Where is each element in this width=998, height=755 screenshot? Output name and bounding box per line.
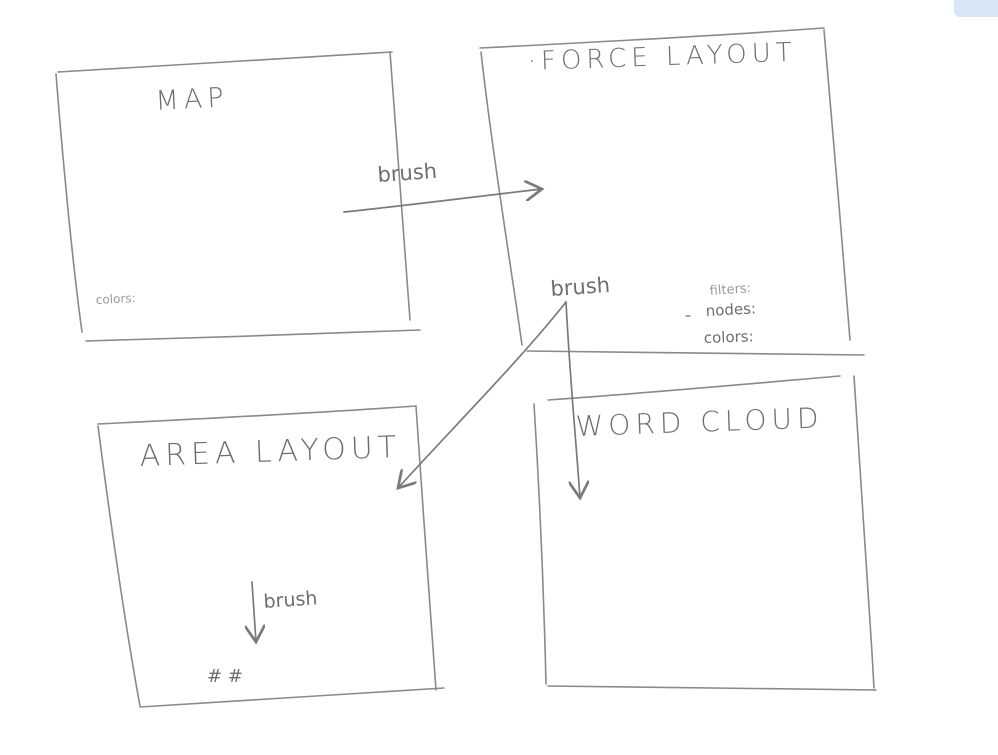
word-panel-top-edge [547, 375, 841, 401]
word-panel-title: WORD CLOUD [575, 401, 824, 443]
map-to-force-brush-label: brush [377, 159, 438, 187]
force-nodes-label: nodes: [705, 299, 756, 320]
force-panel-left-edge [480, 51, 523, 346]
map-to-force-connection: brush [343, 159, 542, 213]
force-panel-top-edge [479, 27, 825, 49]
area-panel-title: AREA LAYOUT [139, 430, 402, 474]
area-panel-top-edge [97, 405, 417, 425]
area-hash-marks: # # [207, 666, 243, 687]
map-panel-bottom-edge [85, 329, 421, 342]
map-panel-title: MAP [155, 82, 230, 117]
area-layout-panel: AREA LAYOUT brush # # [97, 405, 445, 708]
force-panel-right-edge [823, 29, 851, 341]
word-panel-right-edge [853, 375, 875, 689]
force-layout-panel: ·FORCE LAYOUT filters: nodes: colors: [479, 27, 865, 356]
map-colors-label: colors: [95, 291, 136, 307]
force-panel-bottom-edge [526, 350, 865, 356]
map-panel-top-edge [57, 51, 393, 73]
map-panel-left-edge [55, 73, 83, 333]
map-panel-right-edge [389, 51, 411, 321]
force-colors-label: colors: [704, 327, 754, 347]
word-panel-bottom-edge [547, 685, 877, 691]
force-to-area-arrow [398, 301, 567, 488]
force-to-word-arrow [565, 301, 580, 498]
area-panel-left-edge [97, 425, 141, 707]
force-filters-label: filters: [709, 281, 751, 299]
word-panel-left-edge [533, 403, 547, 685]
area-brush-arrow [252, 581, 256, 642]
word-cloud-panel: WORD CLOUD [533, 375, 877, 691]
map-to-force-arrow [343, 189, 542, 213]
force-brush-label: brush [550, 273, 611, 301]
area-brush-label: brush [263, 587, 318, 613]
force-to-area-word-connection: brush [398, 273, 611, 498]
corner-ui-tab[interactable] [954, 0, 998, 17]
area-panel-right-edge [415, 405, 437, 691]
map-panel: MAP colors: [55, 51, 421, 342]
area-panel-bottom-edge [139, 687, 445, 708]
